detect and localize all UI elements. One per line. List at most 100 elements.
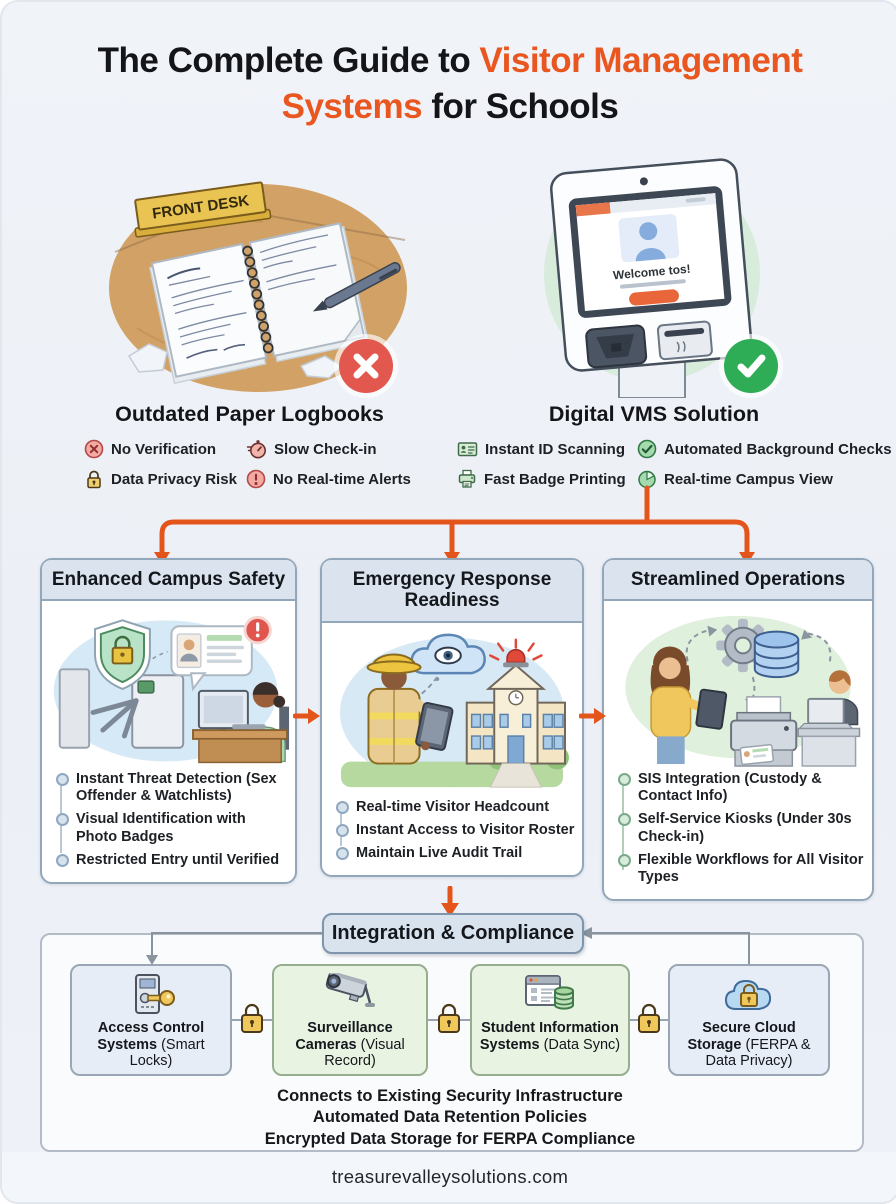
page-title: The Complete Guide to Visitor Management… bbox=[50, 38, 850, 130]
padlock-icon bbox=[238, 1001, 266, 1037]
campus-safety-illustration bbox=[42, 601, 295, 767]
benefit-heading: Streamlined Operations bbox=[604, 560, 872, 602]
title-highlight: Visitor Management Systems bbox=[281, 41, 803, 127]
pie-chart-icon bbox=[638, 470, 656, 489]
smart-lock-icon bbox=[135, 974, 175, 1014]
security-shield-icon bbox=[94, 619, 151, 691]
checkin-kiosk: Welcome tos! bbox=[550, 158, 753, 372]
x-badge-icon bbox=[339, 339, 393, 393]
integration-notes: Connects to Existing Security Infrastruc… bbox=[2, 1086, 896, 1150]
card-title: Access Control Systems bbox=[97, 1020, 205, 1053]
gear-icon bbox=[716, 619, 770, 673]
integration-connector-lines bbox=[92, 922, 808, 980]
feature-campus-view: Real-time Campus View bbox=[637, 469, 892, 489]
kiosk-badge-slot bbox=[656, 320, 713, 361]
x-circle-icon bbox=[84, 439, 104, 459]
receptionist bbox=[192, 682, 290, 764]
pen bbox=[312, 262, 401, 312]
card-title: Secure Cloud Storage bbox=[687, 1020, 796, 1053]
turnstile-pedestal bbox=[58, 668, 91, 749]
list-item: Maintain Live Audit Trail bbox=[336, 845, 576, 862]
crumpled-paper bbox=[127, 343, 168, 373]
benefit-box-campus-safety: Enhanced Campus Safety bbox=[40, 558, 297, 884]
feature-slow-checkin: Slow Check-in bbox=[246, 439, 411, 459]
campus-safety-list: Instant Threat Detection (Sex Offender &… bbox=[56, 771, 289, 869]
stopwatch-icon bbox=[246, 440, 266, 459]
front-desk-sign: FRONT DESK bbox=[134, 181, 272, 238]
integration-heading: Integration & Compliance bbox=[322, 913, 584, 954]
feature-id-scanning: Instant ID Scanning bbox=[457, 439, 635, 459]
title-suffix: for Schools bbox=[422, 87, 619, 127]
card-subtitle: (FERPA & Data Privacy) bbox=[705, 1036, 811, 1070]
list-item: Visual Identification with Photo Badges bbox=[56, 811, 289, 845]
padlock-icon bbox=[435, 1001, 463, 1037]
benefit-heading: Enhanced Campus Safety bbox=[42, 560, 295, 602]
list-item: Restricted Entry until Verified bbox=[56, 852, 289, 869]
branch-connector-arrows bbox=[130, 482, 820, 566]
emergency-list: Real-time Visitor Headcount Instant Acce… bbox=[336, 799, 576, 862]
badge-printer bbox=[730, 696, 798, 768]
note-line: Automated Data Retention Policies bbox=[312, 1108, 588, 1127]
title-prefix: The Complete Guide to bbox=[97, 41, 480, 80]
card-sis: Student Information Systems (Data Sync) bbox=[470, 964, 630, 1076]
kiosk-illustration: Welcome tos! bbox=[499, 154, 805, 399]
arrow-down-icon bbox=[438, 885, 462, 925]
list-item: Instant Access to Visitor Roster bbox=[336, 822, 576, 839]
digital-feature-list: Instant ID Scanning Automated Background… bbox=[457, 439, 892, 489]
emergency-illustration bbox=[322, 623, 582, 795]
staff-at-laptop bbox=[797, 670, 861, 768]
list-item: Instant Threat Detection (Sex Offender &… bbox=[56, 771, 289, 805]
printer-icon bbox=[458, 469, 476, 488]
benefit-heading: Emergency Response Readiness bbox=[322, 560, 582, 623]
arrow-right-icon bbox=[578, 705, 607, 732]
arrow-right-icon bbox=[292, 705, 321, 732]
card-surveillance: Surveillance Cameras (Visual Record) bbox=[272, 964, 428, 1076]
card-access-control: Access Control Systems (Smart Locks) bbox=[70, 964, 232, 1076]
card-title: Surveillance Cameras bbox=[295, 1020, 393, 1053]
school-building bbox=[465, 663, 566, 788]
visitor-with-tablet bbox=[650, 646, 728, 765]
database-icon bbox=[753, 630, 800, 679]
kiosk-button bbox=[629, 289, 679, 306]
benefit-box-emergency: Emergency Response Readiness bbox=[320, 558, 584, 877]
lock-icon bbox=[87, 470, 101, 489]
kiosk-welcome-text: Welcome tos! bbox=[612, 262, 691, 283]
check-circle-icon bbox=[637, 439, 657, 459]
visitor-id-bubble bbox=[170, 625, 253, 692]
card-cloud-storage: Secure Cloud Storage (FERPA & Data Priva… bbox=[668, 964, 830, 1076]
padlock-icon bbox=[635, 1001, 663, 1037]
cctv-camera-icon bbox=[325, 973, 375, 1007]
card-title: Student Information Systems bbox=[479, 1020, 619, 1053]
list-item: Self-Service Kiosks (Under 30s Check-in) bbox=[618, 811, 866, 845]
check-badge-icon bbox=[724, 339, 778, 393]
siren-icon bbox=[489, 638, 543, 667]
note-line: Encrypted Data Storage for FERPA Complia… bbox=[264, 1129, 636, 1148]
operations-illustration bbox=[604, 601, 872, 768]
cloud-lock-icon bbox=[724, 979, 772, 1010]
feature-background-checks: Automated Background Checks bbox=[637, 439, 892, 459]
card-subtitle: (Visual Record) bbox=[324, 1036, 405, 1070]
card-subtitle: (Data Sync) bbox=[543, 1036, 621, 1053]
alert-badge-icon bbox=[243, 616, 272, 645]
paper-heading: Outdated Paper Logbooks bbox=[115, 402, 384, 426]
paper-logbook-illustration: FRONT DESK bbox=[105, 160, 411, 398]
feature-data-privacy-risk: Data Privacy Risk bbox=[84, 469, 244, 489]
list-item: Flexible Workflows for All Visitor Types bbox=[618, 852, 866, 886]
footer-bar: treasurevalleysolutions.com bbox=[2, 1152, 896, 1202]
benefit-box-operations: Streamlined Operations bbox=[602, 558, 874, 901]
paper-feature-list: No Verification Slow Check-in Data Priva… bbox=[84, 439, 411, 489]
id-card-icon bbox=[457, 442, 478, 457]
alert-circle-icon bbox=[246, 469, 266, 489]
sis-database-icon bbox=[525, 975, 574, 1010]
firefighter bbox=[366, 653, 454, 765]
feature-badge-printing: Fast Badge Printing bbox=[457, 469, 635, 489]
list-item: Real-time Visitor Headcount bbox=[336, 799, 576, 816]
note-line: Connects to Existing Security Infrastruc… bbox=[277, 1087, 623, 1105]
kiosk-camera-icon bbox=[639, 177, 648, 186]
card-subtitle: (Smart Locks) bbox=[129, 1036, 205, 1070]
operations-list: SIS Integration (Custody & Contact Info)… bbox=[618, 771, 866, 886]
feature-no-verification: No Verification bbox=[84, 439, 244, 459]
open-logbook bbox=[149, 222, 370, 385]
cloud-monitoring-icon bbox=[410, 633, 486, 674]
